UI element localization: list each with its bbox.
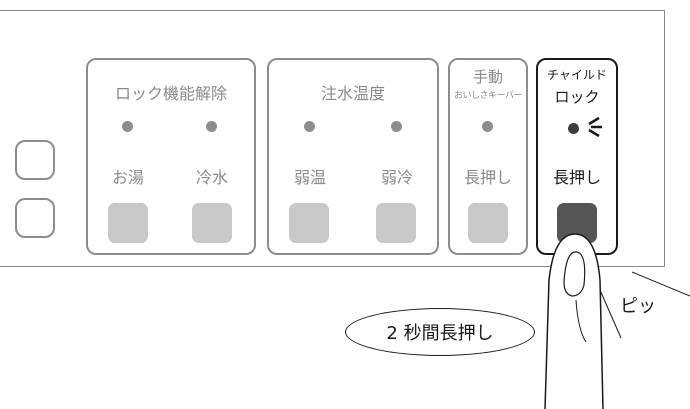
beep-sound-text: ピッ [620, 296, 656, 317]
manual-title: 手動 [472, 68, 503, 86]
hot-water-label: お湯 [111, 168, 144, 187]
hot-water-button[interactable] [108, 203, 148, 243]
panel-bottom-edge [0, 266, 665, 267]
two-second-press-callout: 2 秒間長押し [345, 308, 535, 356]
panel-right-edge [664, 10, 665, 266]
panel-top-edge [0, 10, 664, 11]
cold-water-button[interactable] [192, 203, 232, 243]
weak-cool-indicator-light [391, 121, 402, 132]
weak-warm-label: 弱温 [293, 168, 326, 187]
child-lock-title-line2: ロック [554, 88, 600, 106]
weak-cool-button[interactable] [376, 203, 416, 243]
partial-left-key-upper[interactable] [15, 140, 55, 180]
lock-release-group: ロック機能解除 お湯 冷水 [86, 58, 256, 255]
blink-rays-icon [588, 116, 602, 138]
water-temperature-title: 注水温度 [320, 84, 385, 103]
child-lock-group: チャイルド ロック 長押し [536, 58, 618, 255]
hot-water-indicator-light [122, 121, 133, 132]
manual-button[interactable] [468, 203, 508, 243]
child-lock-long-press-label: 長押し [552, 168, 601, 187]
child-lock-title-line1: チャイルド [547, 68, 607, 82]
manual-indicator-light [482, 121, 493, 132]
manual-subtitle: おいしさキーパー [454, 91, 522, 101]
cold-water-label: 冷水 [195, 168, 228, 187]
weak-cool-label: 弱冷 [380, 168, 413, 187]
lock-release-title: ロック機能解除 [114, 84, 227, 103]
child-lock-indicator-light [568, 123, 579, 134]
partial-left-key-lower[interactable] [15, 198, 55, 238]
weak-warm-indicator-light [304, 121, 315, 132]
water-temperature-group: 注水温度 弱温 弱冷 [267, 58, 439, 255]
manual-group: 手動 おいしさキーパー 長押し [448, 58, 528, 255]
weak-warm-button[interactable] [289, 203, 329, 243]
manual-long-press-label: 長押し [463, 168, 512, 187]
cold-water-indicator-light [206, 121, 217, 132]
